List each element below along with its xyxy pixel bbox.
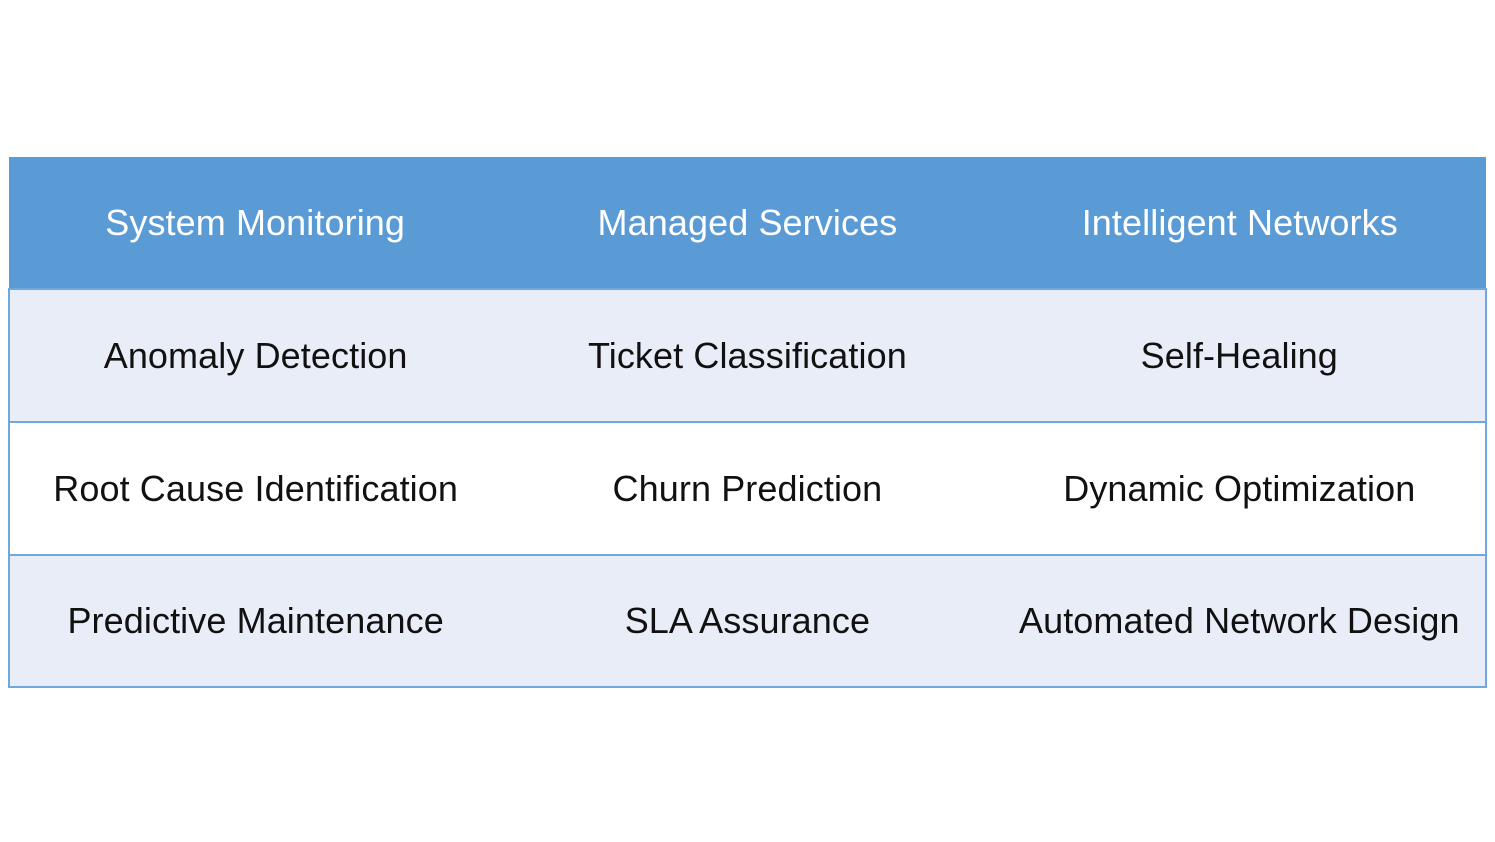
table-header-row: System Monitoring Managed Services Intel…: [9, 157, 1486, 289]
column-header-intelligent-networks: Intelligent Networks: [1081, 201, 1398, 243]
table-row: Root Cause Identification Churn Predicti…: [7, 421, 1488, 555]
table-header: System Monitoring Managed Services Intel…: [9, 157, 1486, 289]
cell-r1c1: Anomaly Detection: [7, 288, 502, 422]
table-row: Predictive Maintenance SLA Assurance Aut…: [7, 554, 1488, 688]
cell-r3c3: Automated Network Design: [993, 554, 1488, 688]
column-header-managed-services: Managed Services: [597, 201, 898, 243]
cell-r2c3: Dynamic Optimization: [993, 421, 1488, 555]
capability-table: System Monitoring Managed Services Intel…: [7, 157, 1488, 688]
cell-r2c2: Churn Prediction: [501, 421, 994, 555]
cell-r1c3: Self-Healing: [993, 288, 1488, 422]
cell-r1c2: Ticket Classification: [501, 288, 994, 422]
cell-r3c1: Predictive Maintenance: [7, 554, 502, 688]
cell-r2c1: Root Cause Identification: [7, 421, 502, 555]
column-header-system-monitoring: System Monitoring: [105, 201, 406, 243]
table-row: Anomaly Detection Ticket Classification …: [7, 288, 1488, 422]
table-body: Anomaly Detection Ticket Classification …: [7, 288, 1488, 688]
cell-r3c2: SLA Assurance: [501, 554, 994, 688]
